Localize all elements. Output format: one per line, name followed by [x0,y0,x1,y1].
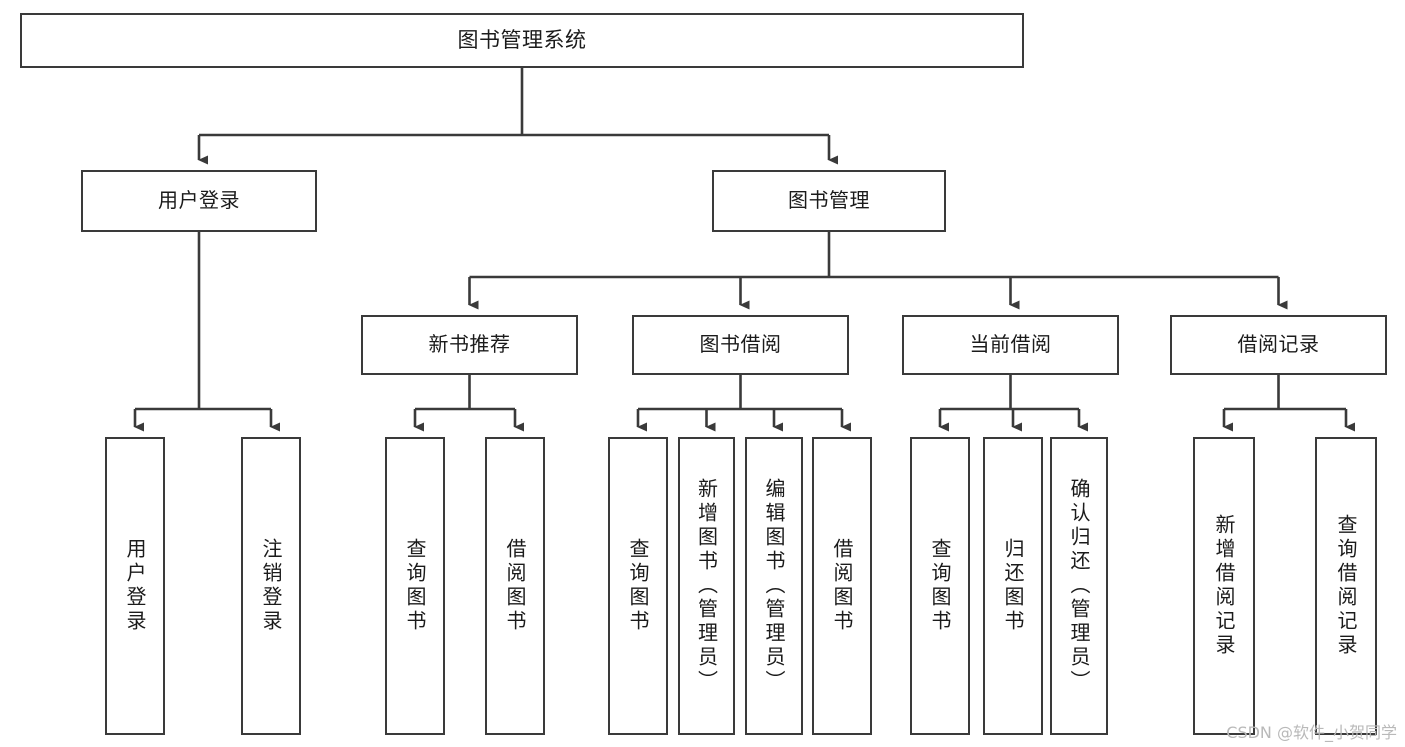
node-root[interactable]: 图书管理系统 [20,13,1024,68]
node-leaf-query-book-new[interactable]: 查询图书 [385,437,445,735]
node-label: 查询图书 [626,538,650,634]
node-leaf-query-record[interactable]: 查询借阅记录 [1315,437,1377,735]
connector-paths [133,68,1355,432]
node-label: 归还图书 [1001,538,1025,634]
node-leaf-confirm-return[interactable]: 确认归还（管理员） [1050,437,1108,735]
node-leaf-logout[interactable]: 注销登录 [241,437,301,735]
node-label: 借阅记录 [1237,332,1320,357]
node-label: 确认归还（管理员） [1067,478,1091,694]
node-leaf-borrow-book-new[interactable]: 借阅图书 [485,437,545,735]
node-leaf-add-book[interactable]: 新增图书（管理员） [678,437,735,735]
node-newbook[interactable]: 新书推荐 [361,315,578,375]
node-bookmgmt[interactable]: 图书管理 [712,170,946,232]
node-leaf-edit-book[interactable]: 编辑图书（管理员） [745,437,803,735]
node-label: 新书推荐 [428,332,511,357]
node-leaf-user-login[interactable]: 用户登录 [105,437,165,735]
node-leaf-query-book-c[interactable]: 查询图书 [910,437,970,735]
node-label: 借阅图书 [830,538,854,634]
node-leaf-query-book-b[interactable]: 查询图书 [608,437,668,735]
node-label: 当前借阅 [969,332,1052,357]
node-label: 用户登录 [123,538,147,634]
watermark-text: CSDN @软件_小贺同学 [1226,723,1397,742]
node-label: 图书管理 [788,188,870,213]
node-current[interactable]: 当前借阅 [902,315,1119,375]
node-label: 查询图书 [403,538,427,634]
node-label: 图书借阅 [699,332,782,357]
node-label: 新增借阅记录 [1212,514,1236,658]
node-leaf-borrow-book-b[interactable]: 借阅图书 [812,437,872,735]
node-label: 编辑图书（管理员） [762,478,786,694]
node-label: 用户登录 [158,188,240,213]
node-leaf-add-record[interactable]: 新增借阅记录 [1193,437,1255,735]
node-label: 查询图书 [928,538,952,634]
node-label: 查询借阅记录 [1334,514,1358,658]
node-label: 图书管理系统 [457,28,587,53]
node-leaf-return-book[interactable]: 归还图书 [983,437,1043,735]
node-label: 新增图书（管理员） [694,478,719,694]
node-borrow[interactable]: 图书借阅 [632,315,849,375]
node-label: 注销登录 [259,538,283,634]
node-login[interactable]: 用户登录 [81,170,317,232]
node-label: 借阅图书 [503,538,527,634]
node-records[interactable]: 借阅记录 [1170,315,1387,375]
